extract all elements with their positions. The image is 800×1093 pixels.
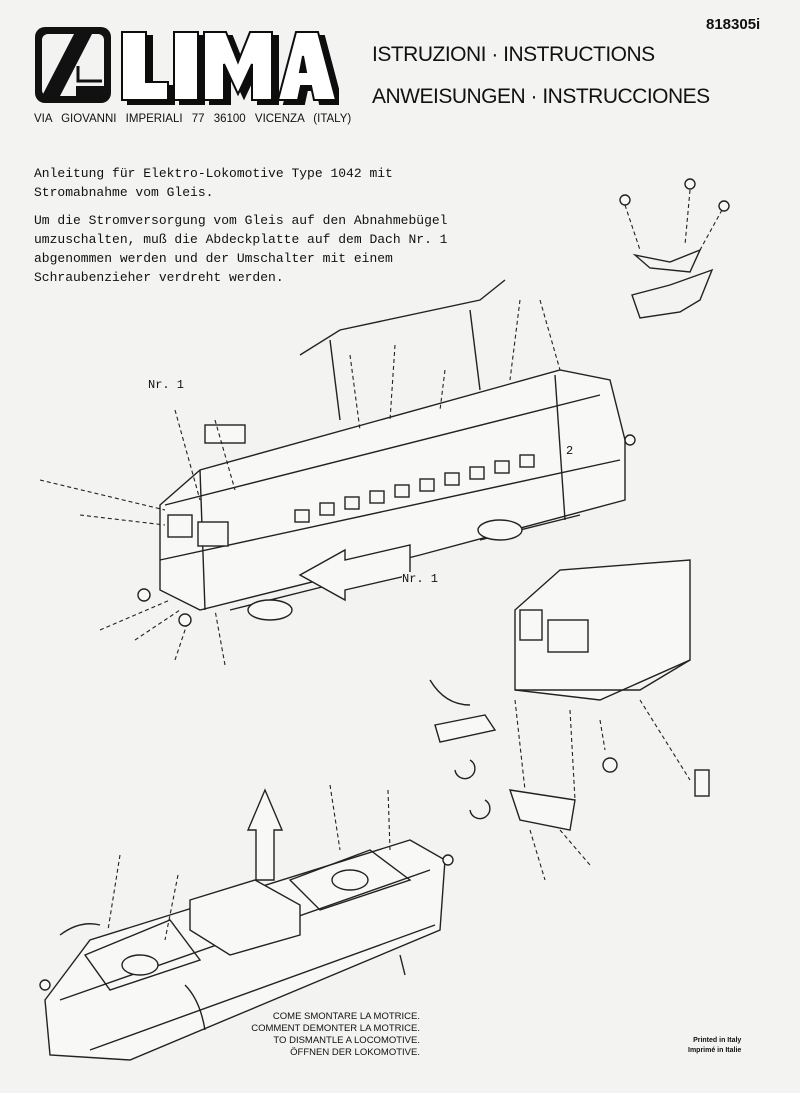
- printed-line: Imprimé in Italie: [688, 1047, 742, 1054]
- printed-line: Printed in Italy: [693, 1037, 742, 1044]
- printed-in-note: Printed in Italy Imprimé in Italie: [688, 1036, 741, 1056]
- loco-number: 2: [566, 444, 574, 458]
- text-line: Stromabnahme vom Gleis.: [34, 185, 214, 200]
- caption-line: COMMENT DEMONTER LA MOTRICE.: [251, 1023, 420, 1034]
- caption-line: ÖFFNEN DER LOKOMOTIVE.: [290, 1047, 420, 1058]
- text-line: Um die Stromversorgung vom Gleis auf den…: [34, 213, 448, 228]
- text-line: umzuschalten, muß die Abdeckplatte auf d…: [34, 232, 448, 247]
- label-nr1-mid: Nr. 1: [402, 572, 439, 586]
- lima-logo-graphic: [35, 27, 338, 103]
- pantograph-detail-drawing: [619, 178, 730, 319]
- text-line: Schraubenzieher verdreht werden.: [34, 270, 284, 285]
- document-code: 818305i: [706, 16, 761, 33]
- text-line: abgenommen werden und der Umschalter mit…: [34, 251, 393, 266]
- address: VIA GIOVANNI IMPERIALI 77 36100 VICENZA …: [34, 113, 352, 125]
- locomotive-main-drawing: [39, 279, 636, 666]
- lima-logo: [34, 26, 339, 108]
- intro-paragraph-2: Um die Stromversorgung vom Gleis auf den…: [34, 211, 447, 287]
- dismantle-caption: COME SMONTARE LA MOTRICE. COMMENT DEMONT…: [251, 1011, 420, 1059]
- caption-line: COME SMONTARE LA MOTRICE.: [272, 1011, 420, 1022]
- label-nr1-top: Nr. 1: [148, 378, 185, 392]
- caption-line: TO DISMANTLE A LOCOMOTIVE.: [273, 1035, 420, 1046]
- locomotive-dismantle-drawing: [39, 784, 454, 1061]
- title-line-1: ISTRUZIONI · INSTRUCTIONS: [372, 43, 655, 66]
- text-line: Anleitung für Elektro-Lokomotive Type 10…: [34, 166, 393, 181]
- title-line-2: ANWEISUNGEN · INSTRUCCIONES: [372, 85, 710, 108]
- intro-paragraph-1: Anleitung für Elektro-Lokomotive Type 10…: [34, 164, 393, 202]
- locomotive-front-detail-drawing: [429, 559, 710, 881]
- window-row: [294, 454, 535, 523]
